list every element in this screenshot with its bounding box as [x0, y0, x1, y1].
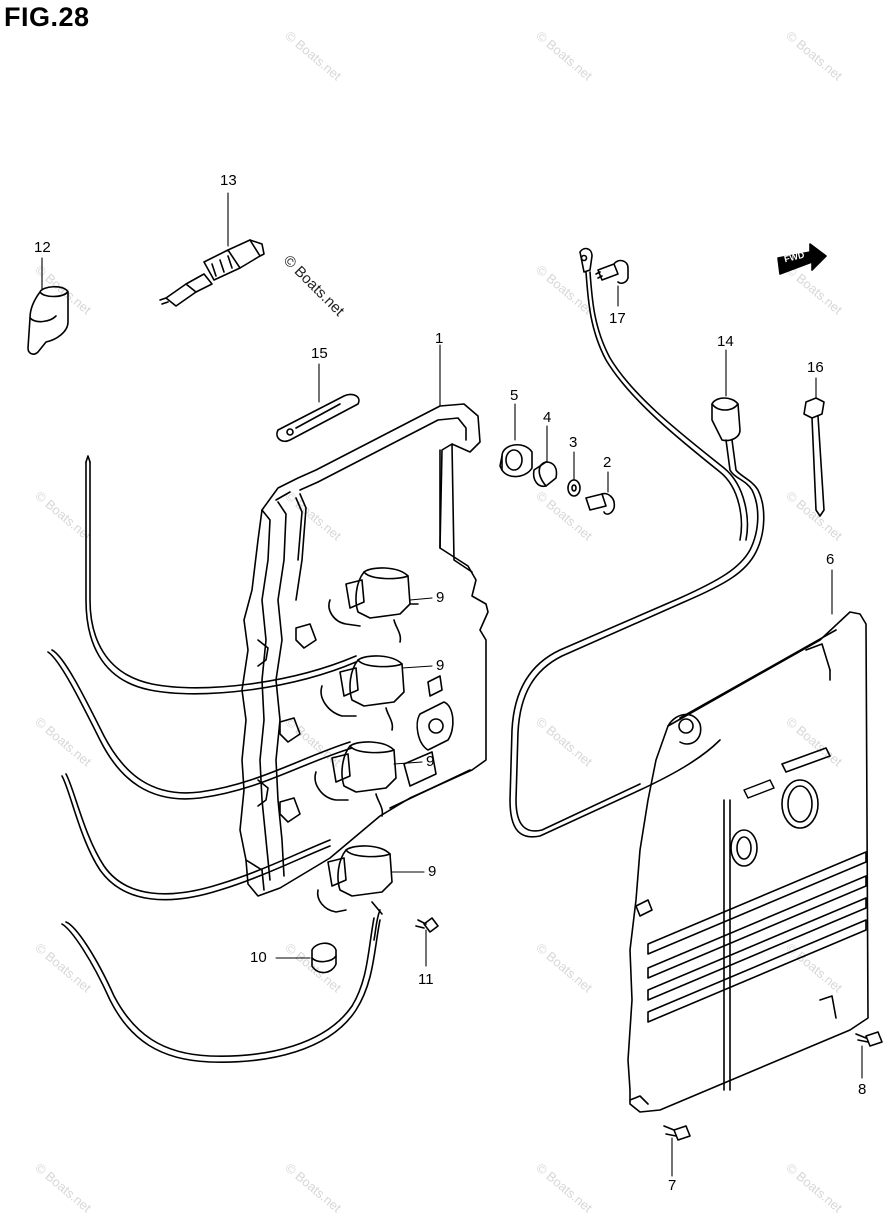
high-tension-cord-part: [61, 917, 381, 1063]
high-tension-cord-part: [61, 773, 331, 901]
callout-12: 12: [34, 239, 51, 256]
ignition-coil-part: [328, 567, 419, 643]
callout-7: 7: [668, 1177, 677, 1194]
ignition-coil-part: [320, 655, 405, 731]
figure-title: FIG.28: [4, 2, 90, 32]
bolt-part: [585, 492, 616, 515]
washer-part: [567, 479, 581, 497]
screw-part: [415, 917, 439, 933]
callout-6: 6: [826, 551, 835, 568]
clamp-part: [311, 942, 337, 974]
callout-1: 1: [435, 330, 444, 347]
leader-lines: [41, 192, 863, 1177]
callout-17: 17: [609, 310, 626, 327]
cord-with-cap-part: [509, 397, 765, 838]
fwd-label-text: FWD: [783, 249, 806, 265]
callout-9: 9: [436, 657, 445, 674]
cable-tie-part: [803, 397, 825, 517]
screw-part: [663, 1125, 691, 1141]
callout-9: 9: [436, 589, 445, 606]
high-tension-cord-part: [85, 455, 357, 695]
bolt-part: [595, 259, 629, 284]
callout-11: 11: [418, 971, 434, 988]
callout-16: 16: [807, 359, 824, 376]
callout-15: 15: [311, 345, 328, 362]
high-tension-cord-part: [47, 649, 353, 800]
fwd-label: FWD: [778, 250, 818, 270]
collar-part: [532, 461, 558, 488]
callout-10: 10: [250, 949, 267, 966]
callout-9: 9: [426, 753, 435, 770]
cover-part: [627, 611, 869, 1113]
callout-3: 3: [569, 434, 578, 451]
grommet-part: [499, 444, 533, 478]
callout-13: 13: [220, 172, 237, 189]
callout-4: 4: [543, 409, 552, 426]
callout-2: 2: [603, 454, 612, 471]
fwd-arrow-icon: [777, 243, 827, 275]
callout-8: 8: [858, 1081, 867, 1098]
ground-cord-part: [579, 247, 749, 541]
ignition-plate-part: [239, 403, 489, 897]
callout-9: 9: [428, 863, 437, 880]
ignition-coil-part: [314, 741, 397, 817]
strap-part: [276, 393, 360, 443]
callout-5: 5: [510, 387, 519, 404]
callout-14: 14: [717, 333, 734, 350]
spark-plug-part: [159, 239, 265, 307]
ignition-coil-part: [316, 845, 393, 941]
plug-cap-part: [27, 285, 69, 355]
screw-part: [855, 1031, 883, 1047]
